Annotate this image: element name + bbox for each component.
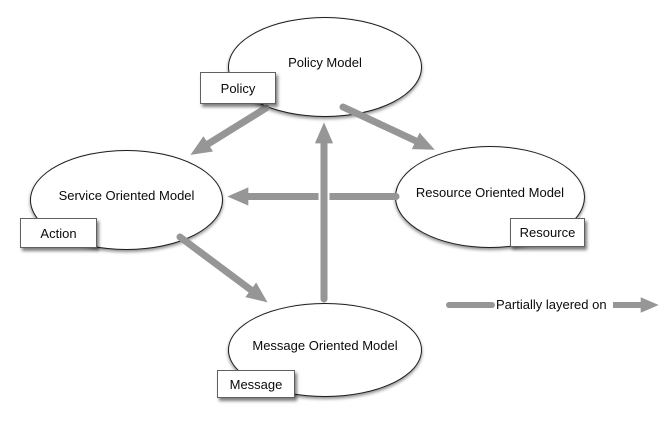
tag-message: Message: [217, 370, 295, 398]
tag-message-label: Message: [229, 376, 283, 392]
node-message-oriented-model-label: Message Oriented Model: [252, 338, 398, 353]
node-policy-model-label: Policy Model: [288, 55, 362, 70]
legend-label: Partially layered on: [496, 297, 607, 312]
tag-action-label: Action: [40, 225, 77, 241]
tag-policy: Policy: [200, 72, 276, 104]
tag-resource-label: Resource: [519, 225, 576, 240]
tag-policy-label: Policy: [220, 80, 256, 96]
tag-action: Action: [20, 218, 97, 248]
tag-resource: Resource: [510, 218, 585, 247]
node-resource-oriented-model-label: Resource Oriented Model: [415, 185, 565, 200]
node-service-oriented-model-label: Service Oriented Model: [58, 188, 195, 203]
policy-to-service-arrow: [190, 104, 270, 155]
service-to-message-arrow: [176, 233, 268, 303]
policy-to-resource-arrow: [339, 103, 435, 150]
